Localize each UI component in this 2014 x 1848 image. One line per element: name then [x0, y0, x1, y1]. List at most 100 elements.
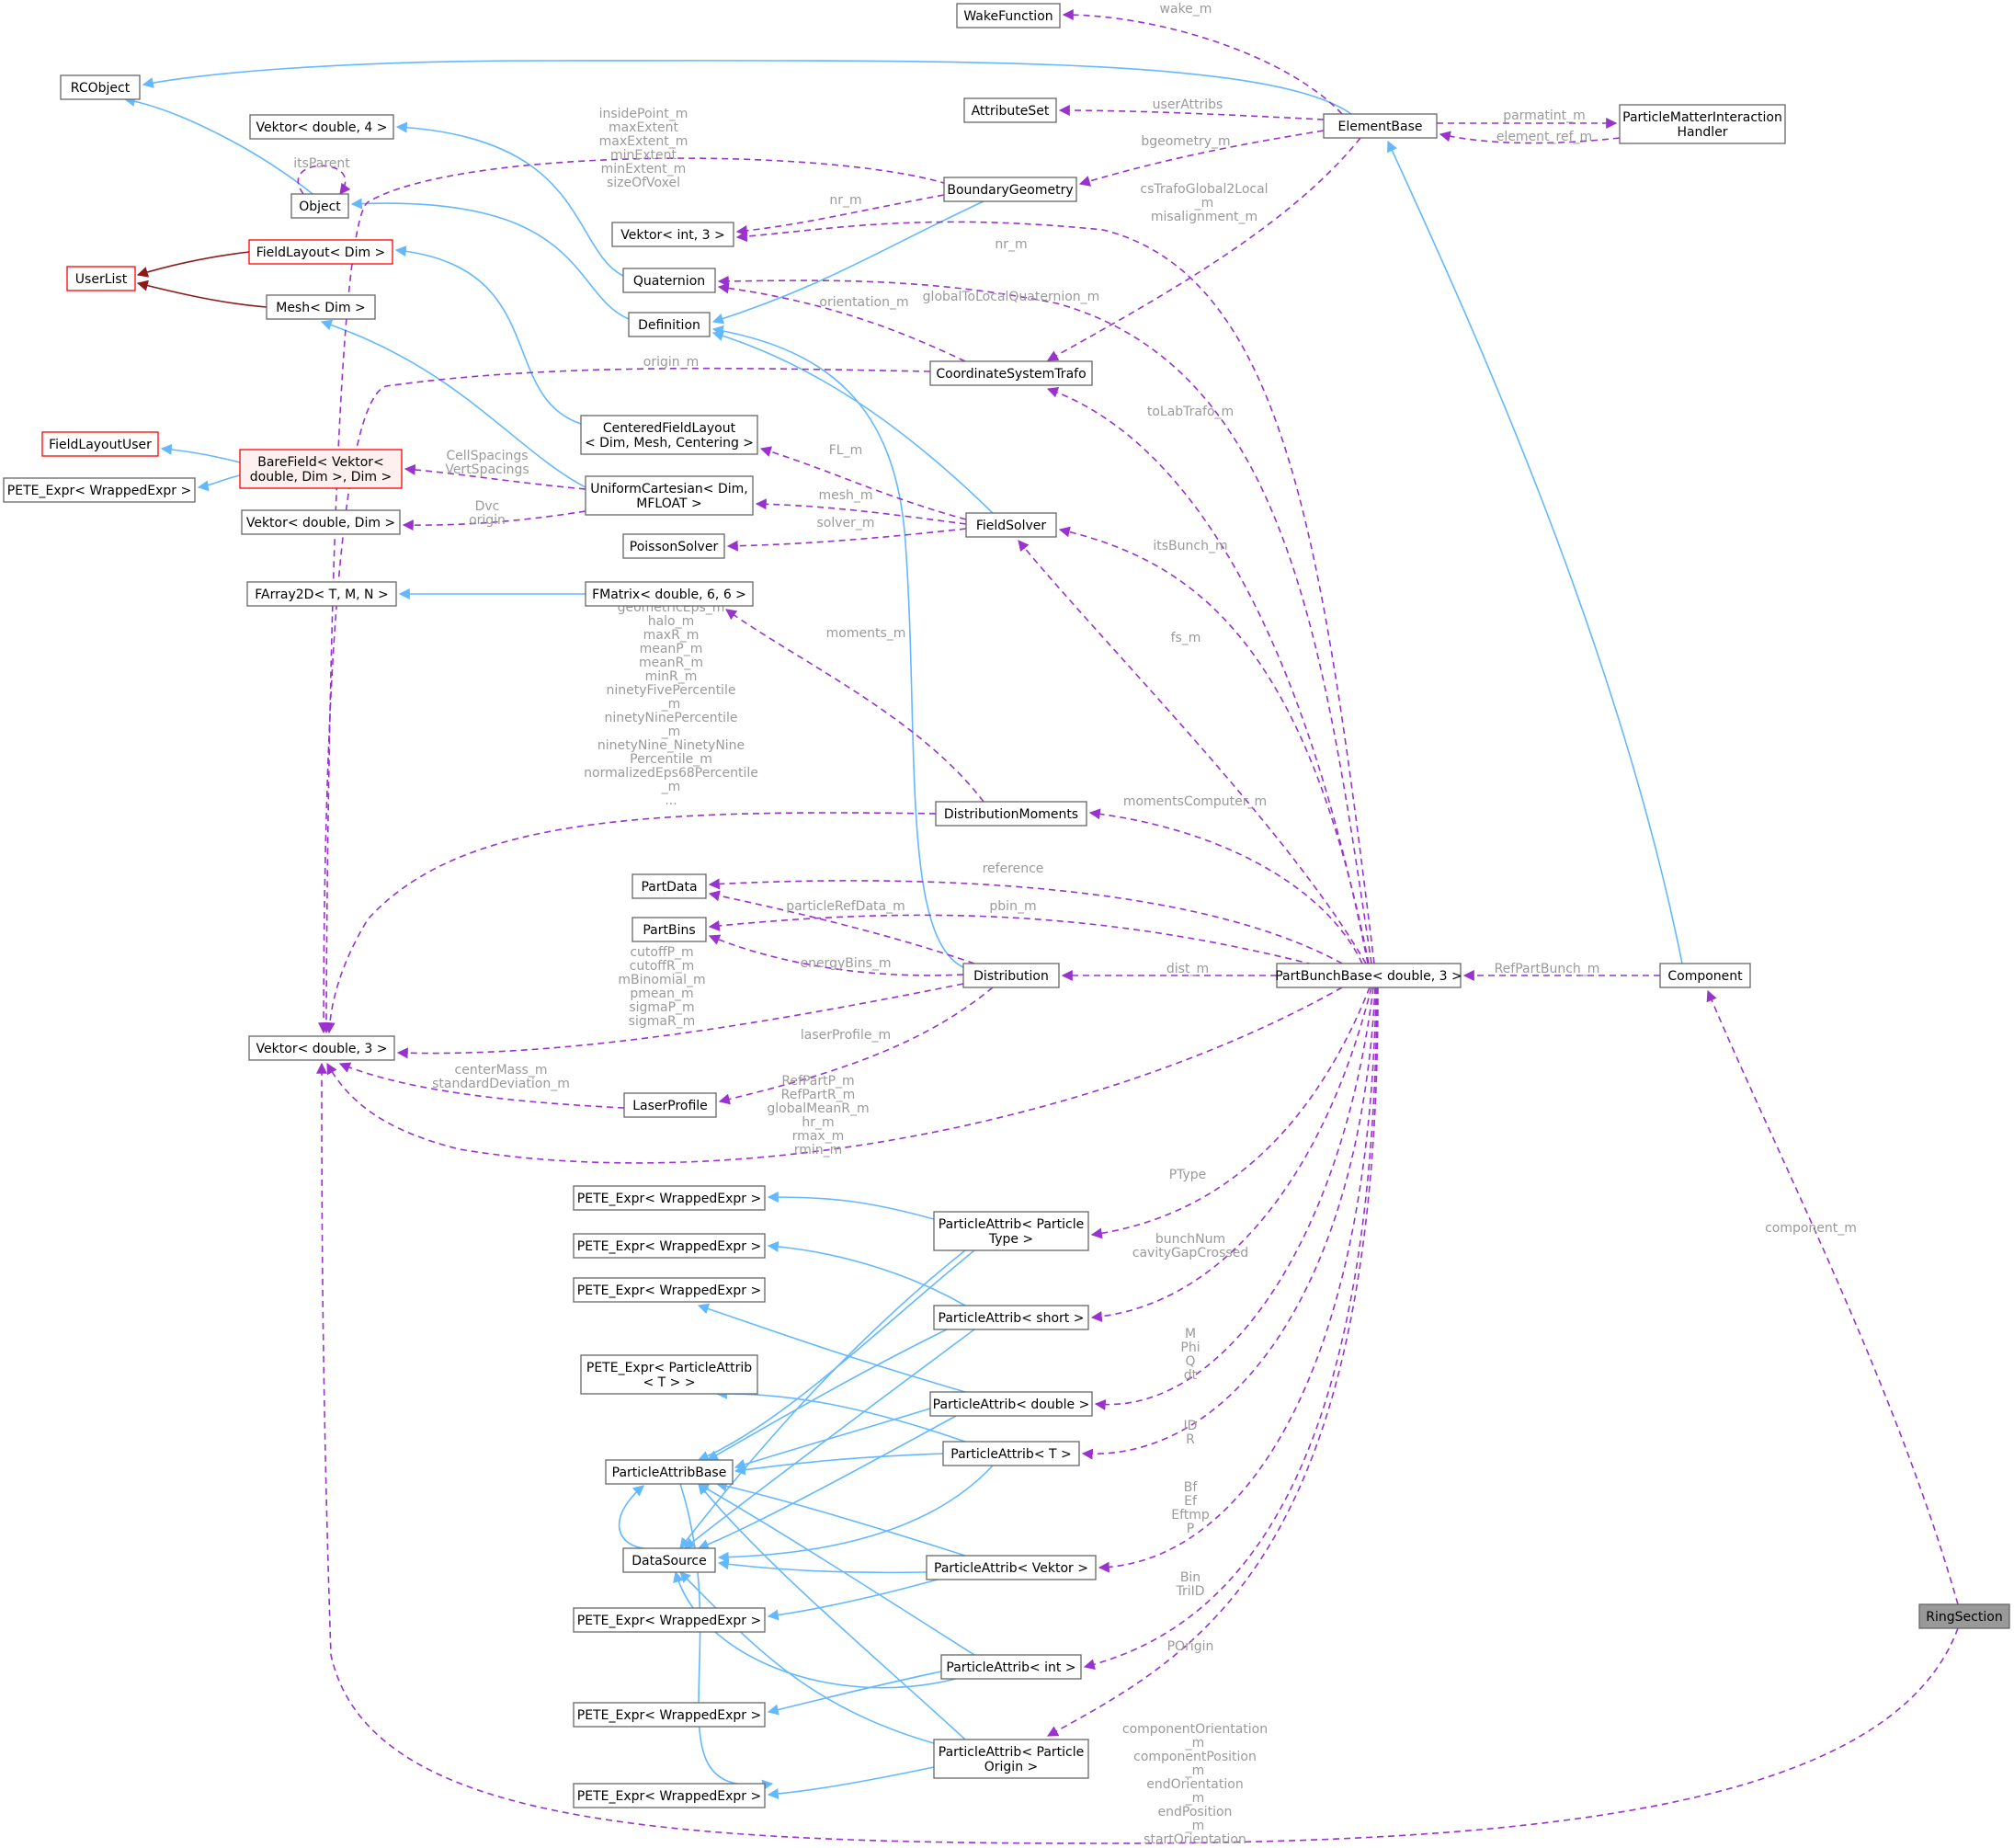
edge-use-boundarygeometry-to-vektord3: [321, 157, 948, 1034]
class-node-pete4[interactable]: PETE_Expr< WrappedExpr >: [573, 1277, 766, 1303]
edge-use-fieldsolver-to-poissonsolver: [726, 528, 967, 552]
edge-label-componentm: component_m: [1765, 1221, 1857, 1236]
class-node-vektord4[interactable]: Vektor< double, 4 >: [249, 114, 394, 140]
class-node-fmatrix[interactable]: FMatrix< double, 6, 6 >: [585, 581, 754, 607]
class-node-datasource[interactable]: DataSource: [622, 1547, 716, 1573]
class-node-box: [239, 449, 403, 489]
class-node-ringsection[interactable]: RingSection: [1918, 1603, 2010, 1629]
class-node-distributionmoments[interactable]: DistributionMoments: [935, 801, 1087, 827]
class-node-attributeset[interactable]: AttributeSet: [963, 97, 1057, 123]
edge-label-momentscomputer: momentsComputer_m: [1123, 794, 1267, 809]
edge-label-laserprofile: laserProfile_m: [801, 1028, 891, 1043]
class-node-padouble[interactable]: ParticleAttrib< double >: [929, 1391, 1093, 1417]
class-node-userlist[interactable]: UserList: [66, 266, 136, 291]
class-node-box: [585, 581, 754, 607]
class-node-partbins[interactable]: PartBins: [632, 917, 707, 942]
class-node-label: CoordinateSystemTrafo: [936, 367, 1086, 382]
class-node-pete1[interactable]: PETE_Expr< WrappedExpr >: [3, 477, 196, 503]
edge-inherit-padouble-to-pete4: [697, 1303, 966, 1393]
class-node-pete6[interactable]: PETE_Expr< WrappedExpr >: [573, 1702, 766, 1728]
edge-inherit-pashort-to-pabase: [706, 1329, 948, 1461]
class-node-cfl[interactable]: CenteredFieldLayout< Dim, Mesh, Centerin…: [580, 415, 758, 455]
class-node-pete5[interactable]: PETE_Expr< WrappedExpr >: [573, 1607, 766, 1633]
edge-label-line: insidePoint_m: [599, 107, 688, 121]
class-node-petepa[interactable]: PETE_Expr< ParticleAttrib< T > >: [580, 1354, 758, 1395]
edge-use-partbunchbase-to-partdata: [708, 878, 1343, 964]
edge-label-line: _m: [1185, 1791, 1205, 1806]
class-node-elementbase[interactable]: ElementBase: [1323, 113, 1438, 139]
class-node-mesh[interactable]: Mesh< Dim >: [266, 294, 376, 320]
class-node-poissonsolver[interactable]: PoissonSolver: [622, 533, 725, 559]
class-node-cst[interactable]: CoordinateSystemTrafo: [929, 360, 1093, 386]
edge-use-partbunchbase-to-quaternion: [717, 275, 1372, 964]
edge-labels-layer: itsParentwake_muserAttribsparmatint_mele…: [293, 2, 1857, 1848]
class-node-pat[interactable]: ParticleAttrib< T >: [942, 1441, 1080, 1466]
class-node-box: [66, 266, 136, 291]
class-node-pete2[interactable]: PETE_Expr< WrappedExpr >: [573, 1185, 766, 1211]
edge-label-refpartbunch: RefPartBunch_m: [1495, 962, 1600, 976]
class-node-vektord3[interactable]: Vektor< double, 3 >: [248, 1035, 395, 1061]
class-node-vektorddim[interactable]: Vektor< double, Dim >: [241, 509, 401, 535]
edge-inherit-uniformcartesian-to-mesh: [320, 319, 586, 488]
class-node-barefield[interactable]: BareField< Vektor<double, Dim >, Dim >: [239, 449, 403, 489]
class-node-label: FArray2D< T, M, N >: [255, 587, 388, 602]
edge-label-line: ninetyNine_NinetyNine: [597, 738, 745, 753]
class-node-partbunchbase[interactable]: PartBunchBase< double, 3 >: [1275, 963, 1462, 988]
class-node-box: [1918, 1603, 2010, 1629]
class-node-component[interactable]: Component: [1659, 963, 1751, 988]
class-node-paint[interactable]: ParticleAttrib< int >: [940, 1654, 1082, 1680]
class-node-vektori3[interactable]: Vektor< int, 3 >: [611, 222, 734, 247]
edge-label-line: cutoffP_m: [630, 945, 693, 960]
class-node-fieldlayout[interactable]: FieldLayout< Dim >: [248, 239, 393, 265]
edge-label-line: PType: [1169, 1168, 1207, 1182]
edge-use-fieldsolver-to-cfl: [759, 446, 967, 520]
class-node-box: [266, 294, 376, 320]
edge-label-line: halo_m: [648, 614, 695, 629]
class-node-label: ParticleMatterInteraction: [1622, 110, 1782, 125]
class-node-quaternion[interactable]: Quaternion: [622, 268, 716, 293]
class-node-fieldlayoutuser[interactable]: FieldLayoutUser: [41, 431, 159, 457]
edge-label-line: sigmaP_m: [629, 1000, 694, 1015]
edge-label-line: globalToLocalQuaternion_m: [923, 290, 1100, 304]
edge-inherit-boundarygeometry-to-definition: [711, 200, 984, 325]
edge-label-line: itsBunch_m: [1153, 539, 1227, 553]
class-node-pavektor[interactable]: ParticleAttrib< Vektor >: [926, 1555, 1097, 1580]
class-node-boundarygeometry[interactable]: BoundaryGeometry: [943, 177, 1077, 202]
edge-use-elementbase-to-wakefunction: [1062, 9, 1343, 115]
class-node-rcobject[interactable]: RCObject: [60, 74, 141, 100]
edge-label-line: misalignment_m: [1151, 210, 1257, 224]
class-node-definition[interactable]: Definition: [628, 312, 711, 337]
class-node-pabase[interactable]: ParticleAttribBase: [605, 1459, 734, 1485]
edge-label-porigin: POrigin: [1167, 1639, 1214, 1654]
class-node-laserprofile[interactable]: LaserProfile: [623, 1092, 717, 1118]
edge-label-line: _m: [1185, 1846, 1205, 1848]
class-node-fieldsolver[interactable]: FieldSolver: [965, 512, 1057, 538]
class-node-label: ParticleAttrib< Vektor >: [934, 1561, 1088, 1576]
edge-label-elementref: element_ref_m: [1496, 130, 1592, 144]
edge-use-partbunchbase-to-patype: [1090, 987, 1371, 1239]
class-node-uniformcartesian[interactable]: UniformCartesian< Dim,MFLOAT >: [585, 475, 754, 516]
class-node-object[interactable]: Object: [290, 193, 349, 219]
edge-label-ptype: PType: [1169, 1168, 1207, 1182]
class-node-box: [622, 268, 716, 293]
class-node-pete3[interactable]: PETE_Expr< WrappedExpr >: [573, 1233, 766, 1259]
edge-label-line: mesh_m: [818, 488, 872, 503]
edge-label-itsbunch: itsBunch_m: [1153, 539, 1227, 553]
class-node-label: PETE_Expr< WrappedExpr >: [577, 1708, 761, 1723]
edge-label-line: userAttribs: [1153, 97, 1223, 112]
edge-use-laserprofile-to-vektord3: [338, 1062, 625, 1109]
class-node-partdata[interactable]: PartData: [632, 873, 707, 899]
class-node-distribution[interactable]: Distribution: [962, 963, 1060, 988]
class-node-pashort[interactable]: ParticleAttrib< short >: [933, 1305, 1089, 1330]
edge-label-line: _m: [661, 780, 681, 794]
class-node-farray2d[interactable]: FArray2D< T, M, N >: [246, 581, 397, 607]
class-node-wakefunction[interactable]: WakeFunction: [956, 3, 1061, 29]
edge-label-reference: reference: [983, 861, 1044, 876]
edge-use-distribution-to-partbins: [708, 934, 964, 976]
edge-inherit-barefield-to-pete1: [197, 474, 241, 492]
class-node-pete7[interactable]: PETE_Expr< WrappedExpr >: [573, 1783, 766, 1808]
